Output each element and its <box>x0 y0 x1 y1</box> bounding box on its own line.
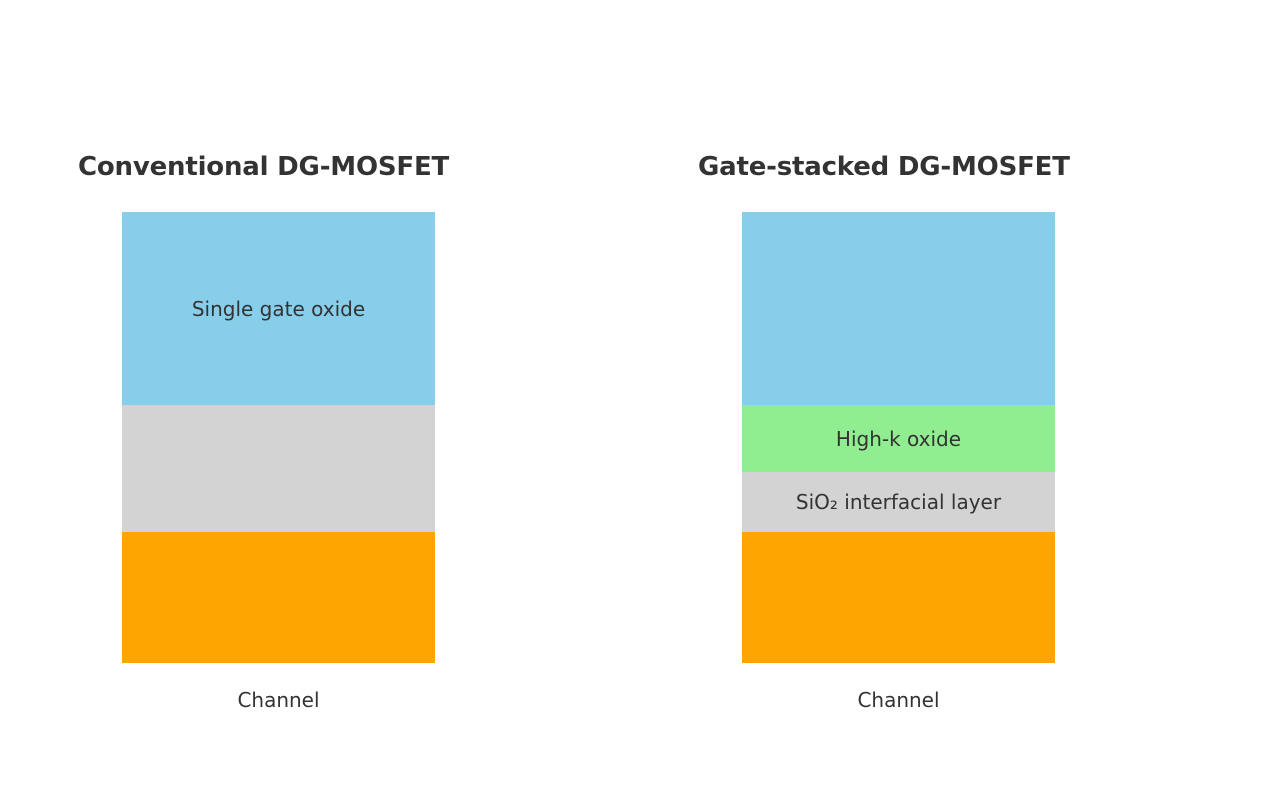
layer-sio2-interfacial: SiO₂ interfacial layer <box>742 472 1055 532</box>
layer-label-sio2-interfacial: SiO₂ interfacial layer <box>795 490 1002 514</box>
layer-label-high-k-oxide: High-k oxide <box>835 426 962 451</box>
layer-substrate-body <box>122 405 435 532</box>
layer-stack-conventional: Single gate oxide <box>122 212 435 663</box>
panel-title-gate-stacked: Gate-stacked DG-MOSFET <box>698 152 1070 182</box>
layer-label-single-gate-oxide: Single gate oxide <box>191 296 366 321</box>
caption-channel-gate-stacked: Channel <box>857 688 940 712</box>
layer-gate-metal <box>742 212 1055 405</box>
layer-channel-gate-stacked <box>742 532 1055 663</box>
layer-stack-gate-stacked: High-k oxide SiO₂ interfacial layer <box>742 212 1055 663</box>
layer-channel-conventional <box>122 532 435 663</box>
panel-title-conventional: Conventional DG-MOSFET <box>78 152 450 182</box>
panel-conventional-dg-mosfet: Conventional DG-MOSFET Single gate oxide… <box>78 152 450 712</box>
panel-gate-stacked-dg-mosfet: Gate-stacked DG-MOSFET High-k oxide SiO₂… <box>640 0 1280 810</box>
caption-channel-conventional: Channel <box>237 688 320 712</box>
layer-single-gate-oxide: Single gate oxide <box>122 212 435 405</box>
layer-high-k-oxide: High-k oxide <box>742 405 1055 472</box>
